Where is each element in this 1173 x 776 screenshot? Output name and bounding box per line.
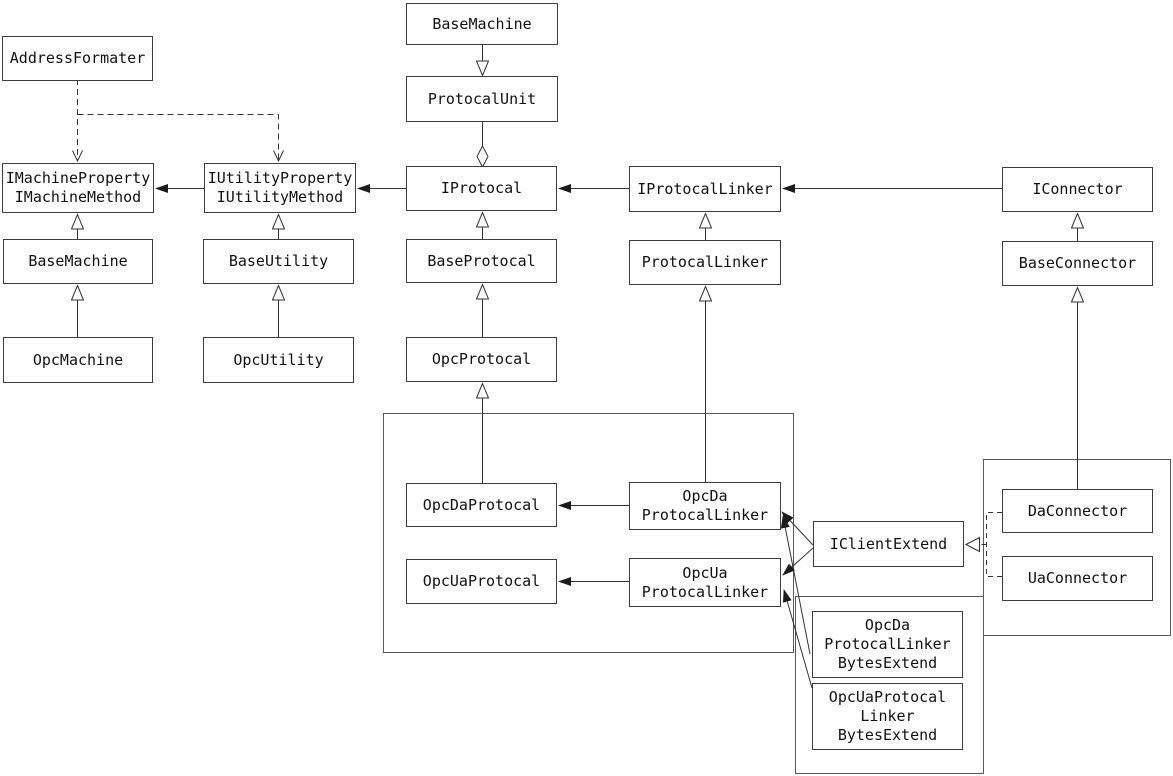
class-label: IClientExtend xyxy=(829,534,948,553)
class-label: OpcUaProtocal xyxy=(422,572,541,590)
class-label: OpcUa xyxy=(682,563,728,582)
edge-iclientextend-opcdaprotocallinker-association xyxy=(781,511,814,546)
class-box-iconnector: IConnector xyxy=(1002,167,1153,212)
class-label: BaseConnector xyxy=(1018,254,1137,272)
class-box-iclientextend: IClientExtend xyxy=(813,521,964,567)
class-label: ProtocalLinker xyxy=(641,253,769,271)
class-label: BaseProtocal xyxy=(427,251,536,270)
class-label: OpcUtility xyxy=(233,350,324,369)
class-box-opcdaprotocal: OpcDaProtocal xyxy=(406,483,557,527)
class-label: OpcDa xyxy=(864,616,911,634)
class-box-iutility: IUtilityProperty IUtilityMethod xyxy=(204,163,356,213)
class-label: OpcProtocal xyxy=(431,350,532,368)
class-box-opcmachine: OpcMachine xyxy=(3,337,153,383)
class-box-opcdaprotocallinker: OpcDa ProtocalLinker xyxy=(629,482,781,530)
class-box-protocallinker: ProtocalLinker xyxy=(629,240,781,285)
class-box-baseconnector: BaseConnector xyxy=(1002,241,1153,286)
class-label: OpcMachine xyxy=(32,350,124,369)
class-box-opcprotocal: OpcProtocal xyxy=(406,337,557,382)
class-label: Linker xyxy=(860,707,915,725)
class-box-opcuaprotocal: OpcUaProtocal xyxy=(406,559,557,604)
class-label: IProtocalLinker xyxy=(637,179,773,198)
class-label: OpcDaProtocal xyxy=(422,495,541,514)
class-label: IUtilityMethod xyxy=(216,188,344,206)
class-box-uaconnector: UaConnector xyxy=(1002,556,1153,601)
class-box-basemachine-left: BaseMachine xyxy=(3,239,153,284)
class-box-addressformater: AddressFormater xyxy=(2,36,153,81)
class-box-iprotocal: IProtocal xyxy=(406,166,557,211)
group-bytes-extend xyxy=(795,596,984,774)
class-label: DaConnector xyxy=(1027,501,1128,520)
class-box-opcutility: OpcUtility xyxy=(203,337,354,383)
class-label: AddressFormater xyxy=(9,49,146,67)
class-box-basemachine-top: BaseMachine xyxy=(406,3,558,45)
class-label: OpcUaProtocal xyxy=(828,688,947,706)
class-box-daconnector: DaConnector xyxy=(1002,489,1153,533)
edge-addressformater-iutility-dependency xyxy=(77,114,279,162)
class-label: ProtocalLinker xyxy=(641,506,769,524)
class-label: UaConnector xyxy=(1027,569,1128,587)
realization-triangle xyxy=(964,536,980,553)
class-box-protocalunit: ProtocalUnit xyxy=(406,76,558,122)
class-label: IProtocal xyxy=(440,179,523,197)
class-label: BaseUtility xyxy=(228,252,329,270)
class-label: OpcDa xyxy=(682,487,728,505)
class-box-opcdabytesextend: OpcDa ProtocalLinker BytesExtend xyxy=(812,611,963,678)
edge-opcdabytesextend-opcdaprotocallinker-association xyxy=(780,515,811,655)
class-box-opcuabytesextend: OpcUaProtocal Linker BytesExtend xyxy=(812,683,963,750)
class-label: BytesExtend xyxy=(837,654,938,672)
class-box-baseutility: BaseUtility xyxy=(203,239,354,284)
edge-opcuabytesextend-opcuaprotocallinker-association xyxy=(782,589,813,689)
class-label: BaseMachine xyxy=(28,252,128,270)
group-opc-protocal-linkers xyxy=(383,413,794,653)
class-label: IUtilityProperty xyxy=(207,169,353,187)
class-label: ProtocalLinker xyxy=(824,635,951,653)
class-box-opcuaprotocallinker: OpcUa ProtocalLinker xyxy=(629,558,781,607)
class-label: BytesExtend xyxy=(837,726,938,744)
class-box-iprotocallinker: IProtocalLinker xyxy=(629,166,781,212)
edge-iclientextend-opcuaprotocallinker-association xyxy=(782,547,814,576)
class-label: IConnector xyxy=(1032,180,1123,198)
class-box-imachine: IMachineProperty IMachineMethod xyxy=(2,163,154,213)
edge-connectors-iclientextend-realization xyxy=(986,512,1002,577)
class-label: ProtocalUnit xyxy=(427,89,537,108)
aggregation-diamond xyxy=(476,144,489,169)
class-label: ProtocalLinker xyxy=(641,582,769,601)
class-box-baseprotocal: BaseProtocal xyxy=(406,239,557,283)
class-label: IMachineProperty xyxy=(5,169,151,187)
class-label: IMachineMethod xyxy=(14,188,142,206)
class-label: BaseMachine xyxy=(432,14,532,33)
